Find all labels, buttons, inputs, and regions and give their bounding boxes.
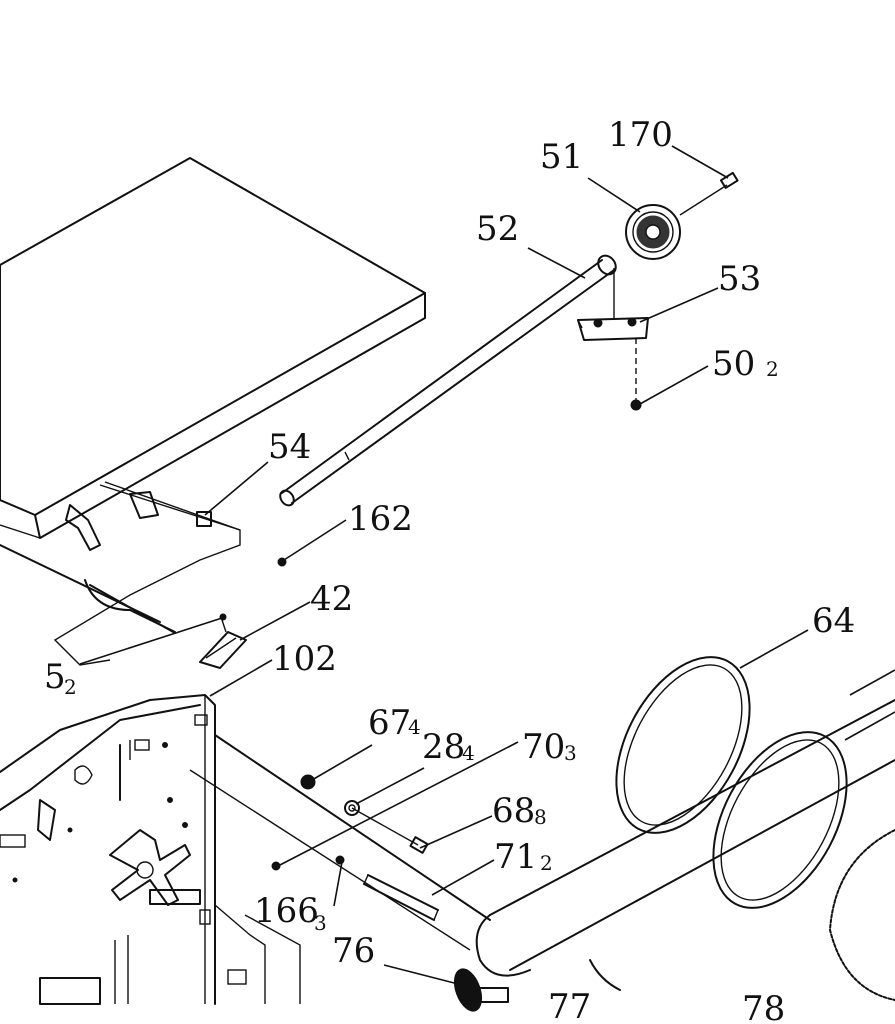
callout-labels: 170 51 52 53 50 2 54 162 42 5 2 102 64 6… (44, 115, 855, 1024)
callout-64: 64 (812, 601, 855, 641)
callout-53: 53 (718, 259, 761, 299)
frame-102 (0, 694, 491, 1005)
callout-68-qty: 8 (534, 805, 547, 829)
callout-70-qty: 3 (564, 741, 577, 765)
callout-78: 78 (742, 989, 785, 1024)
callout-50: 50 (712, 344, 755, 384)
callout-68: 68 (492, 791, 535, 831)
callout-70: 70 (522, 727, 565, 767)
callout-71-qty: 2 (540, 851, 553, 875)
callout-54: 54 (268, 427, 311, 467)
screw-50 (630, 338, 642, 411)
callout-52: 52 (476, 209, 519, 249)
callout-51: 51 (540, 137, 583, 177)
tray-panel (0, 157, 426, 539)
bracket-53 (577, 268, 649, 341)
callout-67: 67 (368, 703, 411, 743)
callout-77: 77 (548, 987, 591, 1024)
callout-166: 166 (254, 891, 319, 931)
belts-64 (615, 656, 895, 1001)
callout-50-qty: 2 (766, 357, 779, 381)
pin-170 (679, 171, 739, 216)
callout-28-qty: 4 (462, 741, 475, 765)
fasteners (271, 774, 439, 921)
leader-lines (79, 145, 895, 986)
gear-51 (625, 204, 681, 260)
callout-5-qty: 2 (64, 675, 77, 699)
callout-67-qty: 4 (408, 715, 421, 739)
callout-162: 162 (348, 499, 413, 539)
callout-76: 76 (332, 931, 375, 971)
roller-76 (453, 699, 895, 1012)
left-mechanism (0, 481, 287, 669)
callout-170: 170 (608, 115, 673, 155)
callout-102: 102 (272, 639, 337, 679)
callout-28: 28 (422, 727, 465, 767)
callout-166-qty: 3 (314, 911, 327, 935)
callout-5: 5 (44, 657, 66, 697)
shaft-52 (279, 254, 617, 507)
callout-42: 42 (310, 579, 353, 619)
callout-71: 71 (494, 837, 537, 877)
